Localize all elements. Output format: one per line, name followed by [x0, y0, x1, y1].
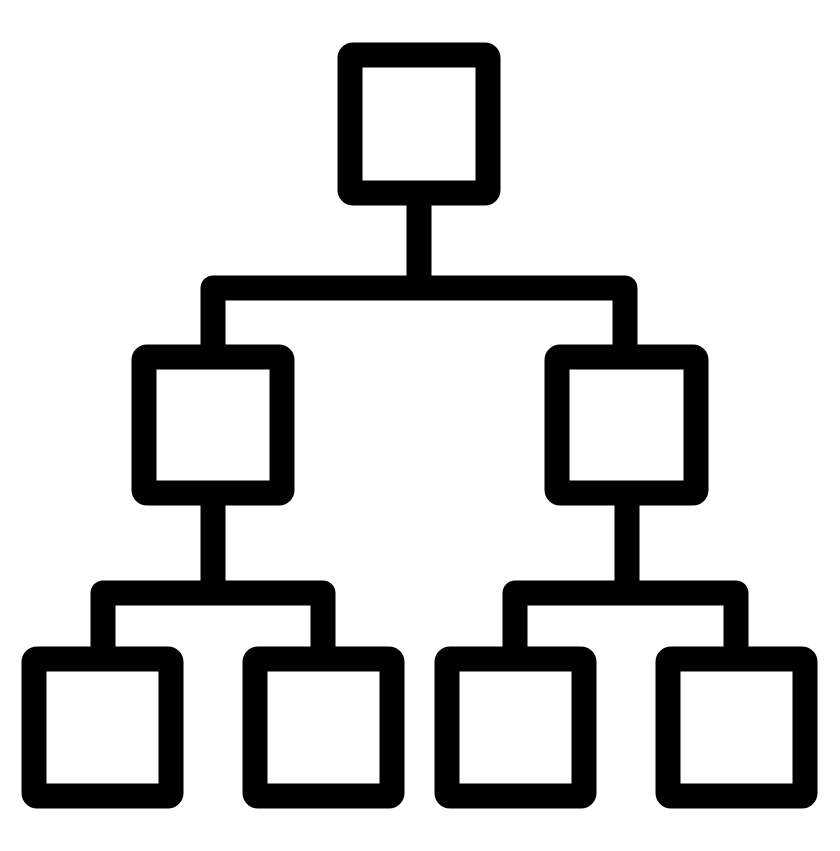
leaf-node-box-4 [655, 646, 818, 809]
leaf-node-box-2 [242, 646, 405, 809]
level1-left-node-box [131, 344, 295, 506]
level1-branch-connector [200, 275, 638, 357]
right-branch-connector [502, 580, 749, 659]
level1-right-node-box [544, 344, 709, 506]
left-branch-connector [90, 580, 336, 659]
leaf-node-box-1 [21, 646, 184, 809]
root-node-box [337, 42, 501, 206]
leaf-node-box-3 [434, 646, 597, 809]
